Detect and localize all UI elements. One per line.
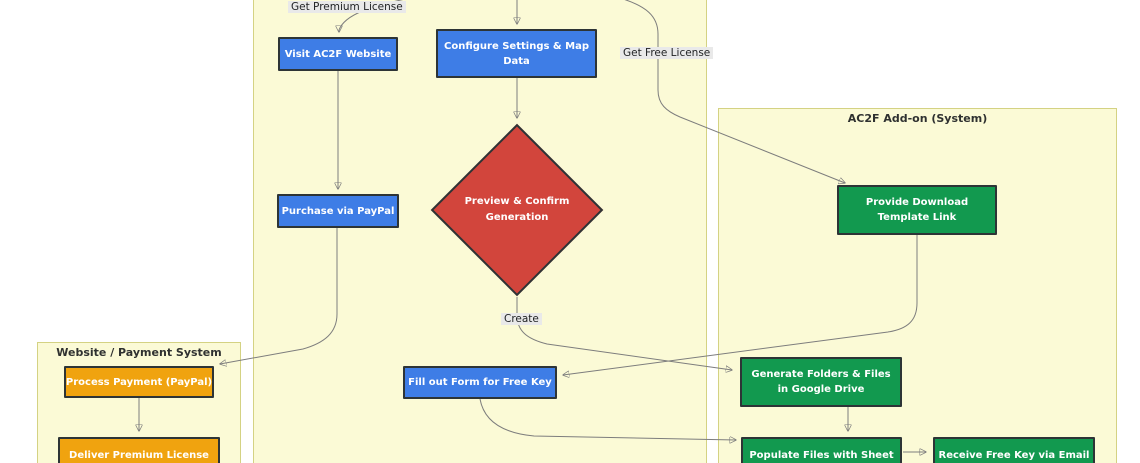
node-deliver-license[interactable]: Deliver Premium License bbox=[58, 437, 220, 463]
node-populate-files-label: Populate Files with Sheet bbox=[749, 449, 894, 461]
node-process-payment-label: Process Payment (PayPal) bbox=[65, 376, 213, 388]
node-receive-free-key-label: Receive Free Key via Email bbox=[938, 449, 1090, 461]
node-configure-settings-label: Configure Settings & Map Data bbox=[444, 40, 589, 67]
edge-fill-form-to-populate bbox=[479, 398, 736, 440]
node-provide-template-link-label: Provide Download Template Link bbox=[865, 197, 969, 223]
node-visit-website[interactable]: Visit AC2F Website bbox=[278, 37, 398, 71]
node-populate-files[interactable]: Populate Files with Sheet bbox=[741, 437, 902, 463]
node-configure-settings[interactable]: Configure Settings & Map Data bbox=[436, 29, 597, 78]
node-process-payment[interactable]: Process Payment (PayPal) bbox=[64, 366, 214, 398]
edge-provide-to-fill-form bbox=[563, 235, 918, 375]
node-purchase-paypal[interactable]: Purchase via PayPal bbox=[277, 194, 399, 228]
node-generate-folders-files[interactable]: Generate Folders & Files in Google Drive bbox=[740, 357, 902, 407]
node-fill-form-free-key[interactable]: Fill out Form for Free Key bbox=[403, 366, 557, 399]
edge-get-free-to-provide bbox=[624, 0, 845, 183]
node-deliver-license-label: Deliver Premium License bbox=[69, 449, 209, 461]
container-addon-title: AC2F Add-on (System) bbox=[847, 112, 988, 125]
node-preview-confirm-label: Preview & Confirm Generation bbox=[464, 196, 570, 223]
node-provide-template-link[interactable]: Provide Download Template Link bbox=[837, 185, 997, 235]
node-visit-website-label: Visit AC2F Website bbox=[284, 48, 392, 60]
node-receive-free-key[interactable]: Receive Free Key via Email bbox=[933, 437, 1095, 463]
node-purchase-paypal-label: Purchase via PayPal bbox=[281, 205, 395, 217]
edge-create-to-generate bbox=[516, 297, 732, 370]
node-generate-folders-files-label: Generate Folders & Files in Google Drive bbox=[751, 369, 891, 395]
container-payment-title: Website / Payment System bbox=[56, 346, 222, 359]
node-fill-form-free-key-label: Fill out Form for Free Key bbox=[408, 377, 552, 388]
edge-label-get-premium-license: Get Premium License bbox=[288, 1, 406, 13]
node-preview-confirm-decision[interactable]: Preview & Confirm Generation bbox=[430, 123, 604, 297]
edge-label-get-free-license: Get Free License bbox=[620, 47, 714, 59]
edge-label-create: Create bbox=[501, 313, 542, 325]
edge-purchase-to-process-payment bbox=[220, 228, 338, 364]
